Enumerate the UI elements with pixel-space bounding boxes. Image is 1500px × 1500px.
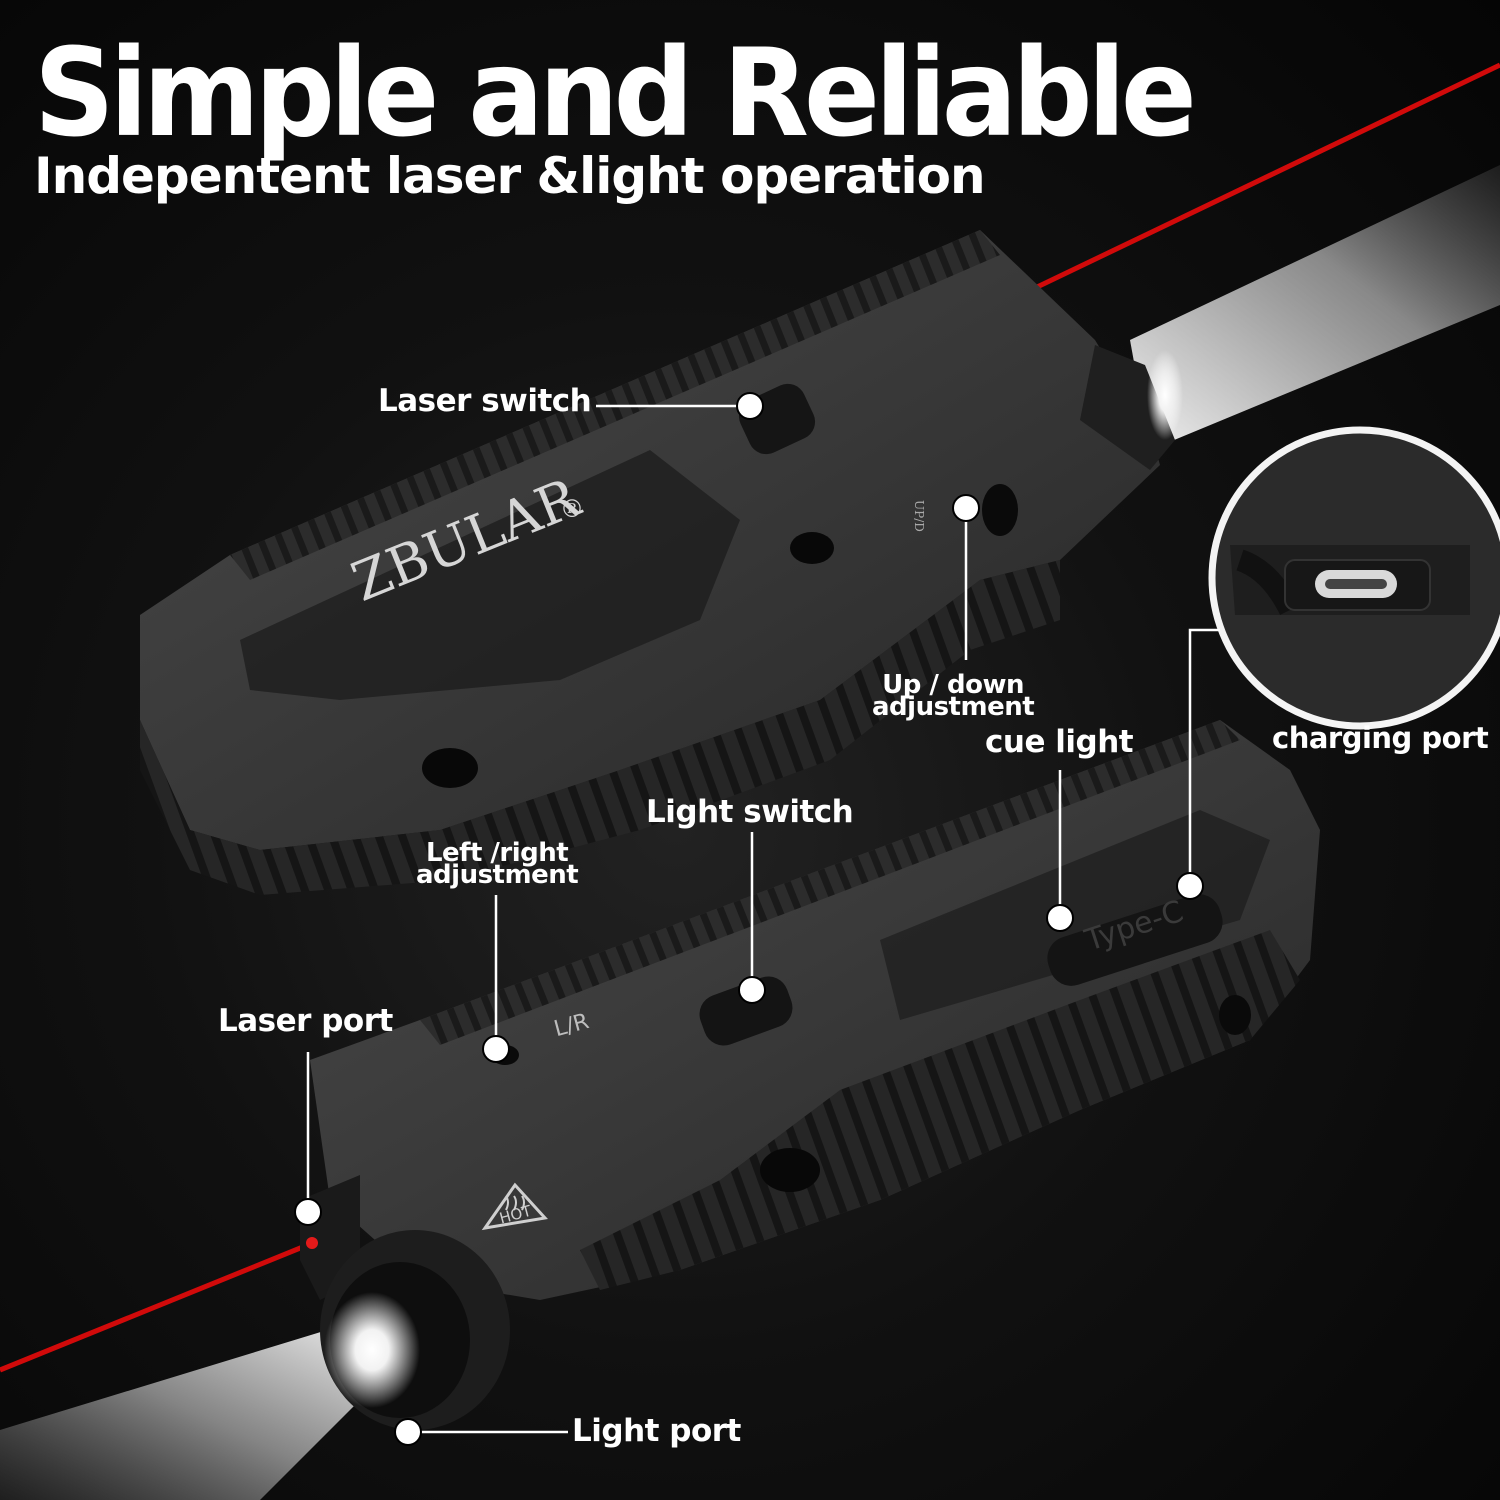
left-right-label-line-1: Left /right bbox=[425, 838, 569, 868]
laser-beam-bottom bbox=[0, 1237, 321, 1373]
charging-port-label: charging port bbox=[1272, 721, 1489, 755]
light-switch-label: Light switch bbox=[646, 794, 854, 830]
up-down-adjustment-label: Up / down adjustment bbox=[872, 670, 1035, 723]
light-beam-bottom bbox=[0, 1320, 380, 1500]
up-down-label-line-1: Up / down bbox=[882, 670, 1024, 700]
light-beam-top bbox=[1130, 165, 1500, 450]
lower-laser-light bbox=[300, 720, 1320, 1430]
up-down-label-line-2: adjustment bbox=[872, 692, 1035, 723]
laser-switch-label: Laser switch bbox=[378, 383, 592, 419]
cue-light-label: cue light bbox=[985, 724, 1134, 760]
left-right-label-line-2: adjustment bbox=[416, 860, 579, 891]
callout-dots bbox=[294, 392, 1204, 1446]
charging-port-inset bbox=[1208, 426, 1500, 730]
laser-port-label: Laser port bbox=[218, 1003, 393, 1039]
headline-subtitle: Indepentent laser &light operation bbox=[34, 147, 986, 205]
hot-warning-icon bbox=[481, 1182, 548, 1231]
callout-lines bbox=[306, 404, 1220, 1434]
up-down-mark: UP/D bbox=[912, 500, 926, 532]
light-port-label: Light port bbox=[572, 1413, 741, 1449]
left-right-adjustment-label: Left /right adjustment bbox=[416, 838, 579, 891]
registered-mark: ® bbox=[560, 495, 584, 523]
laser-beam-top bbox=[1008, 62, 1500, 303]
headline-title: Simple and Reliable bbox=[34, 23, 1197, 165]
